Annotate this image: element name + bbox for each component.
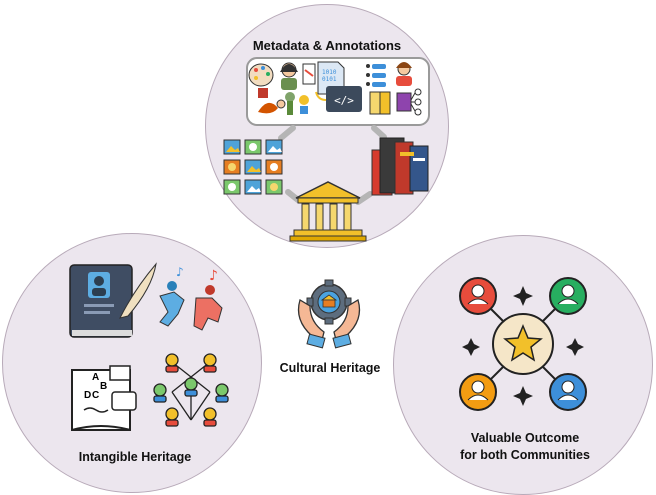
community-network-icon [153,353,229,427]
biography-book-icon [69,262,157,338]
hands-gear-icon [297,279,361,349]
books-icon [371,137,429,196]
photo-grid-icon [223,139,283,195]
valuable-outcome-line1: Valuable Outcome [470,431,580,445]
svg-text:♪: ♪ [176,265,184,279]
svg-text:A: A [92,372,99,383]
intangible-heritage-title: Intangible Heritage [78,450,192,464]
svg-text:</>: </> [334,94,354,107]
svg-text:0101: 0101 [322,76,337,83]
graph-icon [396,88,422,116]
svg-text:D: D [84,390,91,401]
code-icon: </> [315,86,362,112]
story-icon [258,88,295,115]
palette-icon [248,63,274,87]
svg-text:1010: 1010 [322,69,337,76]
alphabet-book-icon: A B D C [71,365,137,431]
svg-text:♪: ♪ [209,268,218,284]
flowchart-icon [366,64,386,87]
dance-icon: ♪ ♪ [159,265,223,331]
cultural-heritage-title: Cultural Heritage [279,361,381,375]
painter-icon [302,63,316,85]
objects-icon [299,95,309,114]
valuable-outcome-title: Valuable Outcome for both Communities [425,430,625,464]
artist-icon [280,62,298,90]
book-icon [369,91,391,115]
valuable-outcome-line2: for both Communities [460,448,590,462]
svg-text:B: B [100,381,107,392]
community-star-network-icon [459,277,587,411]
museum-icon [289,181,367,242]
person-icon [396,62,412,86]
metadata-title: Metadata & Annotations [252,38,402,53]
svg-text:C: C [92,390,99,401]
